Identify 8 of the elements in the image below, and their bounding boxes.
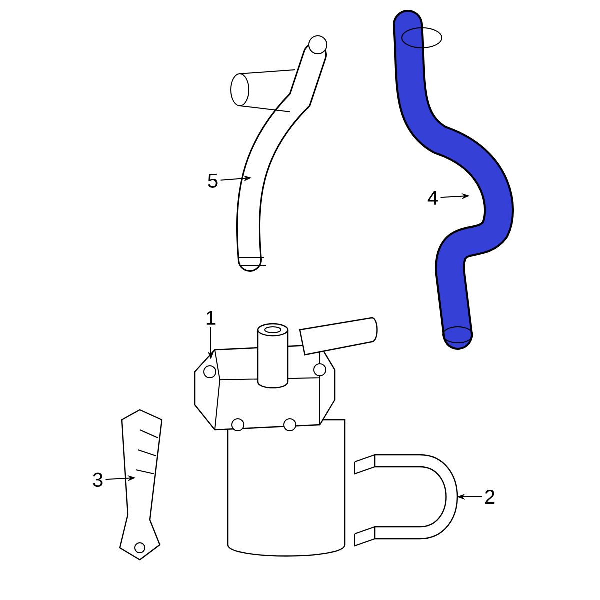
bracket-drawing: [119, 409, 163, 561]
callout-number: 2: [485, 490, 495, 504]
callout-number: 1: [206, 311, 216, 325]
bracket-drawing: [354, 454, 458, 547]
callout-number: 3: [93, 472, 103, 488]
hose-drawing: [393, 10, 514, 350]
callout-number: 5: [208, 174, 218, 188]
hose-drawing: [230, 36, 328, 272]
